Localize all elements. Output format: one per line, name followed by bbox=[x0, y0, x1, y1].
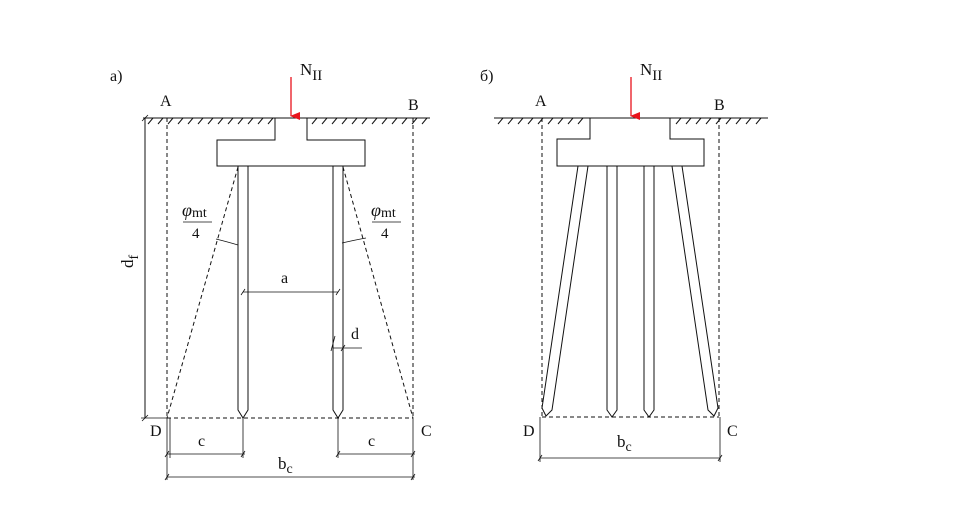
hatch-mark bbox=[247, 117, 254, 125]
angle-line-right-a bbox=[342, 166, 414, 419]
hatch-mark bbox=[745, 117, 752, 125]
width-label-b: bc bbox=[617, 432, 632, 455]
offset-label-left-a: c bbox=[198, 433, 205, 450]
hatch-mark bbox=[331, 117, 338, 125]
hatch-mark bbox=[311, 117, 318, 125]
svg-text:4: 4 bbox=[192, 226, 200, 242]
hatch-mark bbox=[685, 117, 692, 125]
hatch-mark bbox=[341, 117, 348, 125]
hatch-mark bbox=[675, 117, 682, 125]
hatch-mark bbox=[567, 117, 574, 125]
offset-label-right-a: c bbox=[368, 433, 375, 450]
hatch-mark bbox=[577, 117, 584, 125]
hatch-mark bbox=[705, 117, 712, 125]
hatch-mark bbox=[371, 117, 378, 125]
corner-b-a: B bbox=[408, 97, 419, 114]
load-label-a: NII bbox=[300, 60, 322, 84]
angle-label-left-a: φmt 4 bbox=[182, 200, 212, 242]
hatch-mark bbox=[361, 117, 368, 125]
hatch-mark bbox=[177, 117, 184, 125]
ground-hatch-b bbox=[497, 117, 762, 125]
width-label-a: bc bbox=[278, 454, 293, 477]
panel-label-b: б) bbox=[480, 68, 493, 85]
depth-tick-bottom-a bbox=[141, 414, 149, 422]
diameter-label-a: d bbox=[351, 326, 359, 343]
hatch-mark bbox=[421, 117, 428, 125]
panel-label-a: а) bbox=[110, 68, 122, 85]
hatch-mark bbox=[351, 117, 358, 125]
corner-b-b: B bbox=[714, 97, 725, 114]
hatch-mark bbox=[695, 117, 702, 125]
pile-vertical-1-b bbox=[606, 166, 618, 418]
angle-arc-right-a bbox=[341, 237, 367, 244]
hatch-mark bbox=[187, 117, 194, 125]
pile-inclined-left-b bbox=[541, 165, 589, 417]
hatch-mark bbox=[267, 117, 274, 125]
corner-c-b: C bbox=[727, 423, 738, 440]
hatch-mark bbox=[217, 117, 224, 125]
hatch-mark bbox=[507, 117, 514, 125]
hatch-mark bbox=[157, 117, 164, 125]
hatch-mark bbox=[401, 117, 408, 125]
ground-hatch-a bbox=[147, 117, 428, 125]
hatch-mark bbox=[237, 117, 244, 125]
angle-label-right-a: φmt 4 bbox=[371, 200, 401, 242]
hatch-mark bbox=[517, 117, 524, 125]
corner-c-a: C bbox=[421, 423, 432, 440]
corner-d-b: D bbox=[523, 423, 535, 440]
hatch-mark bbox=[207, 117, 214, 125]
angle-arc-left-a bbox=[215, 238, 239, 246]
corner-a-b: A bbox=[535, 93, 547, 110]
hatch-mark bbox=[227, 117, 234, 125]
pile-vertical-2-b bbox=[643, 166, 655, 418]
hatch-mark bbox=[557, 117, 564, 125]
hatch-mark bbox=[411, 117, 418, 125]
hatch-mark bbox=[755, 117, 762, 125]
hatch-mark bbox=[391, 117, 398, 125]
svg-text:φmt: φmt bbox=[371, 200, 396, 221]
hatch-mark bbox=[257, 117, 264, 125]
spacing-label-a: a bbox=[281, 270, 288, 287]
diagram-a: а) NII A B D C df φmt 4 bbox=[110, 60, 432, 481]
depth-label-a: df bbox=[118, 255, 142, 269]
hatch-mark bbox=[381, 117, 388, 125]
diagram-b: б) NII A B D C bc bbox=[480, 60, 768, 462]
corner-d-a: D bbox=[150, 423, 162, 440]
hatch-mark bbox=[547, 117, 554, 125]
pile-cap-b bbox=[556, 118, 705, 167]
load-label-b: NII bbox=[640, 60, 662, 84]
angle-line-left-a bbox=[166, 166, 239, 419]
svg-text:4: 4 bbox=[381, 226, 389, 242]
hatch-mark bbox=[497, 117, 504, 125]
pile-cap-a bbox=[216, 118, 366, 167]
pile-inclined-right-b bbox=[671, 165, 719, 417]
depth-tick-top-a bbox=[141, 114, 149, 122]
hatch-mark bbox=[725, 117, 732, 125]
hatch-mark bbox=[321, 117, 328, 125]
hatch-mark bbox=[197, 117, 204, 125]
hatch-mark bbox=[167, 117, 174, 125]
hatch-mark bbox=[735, 117, 742, 125]
corner-a-a: A bbox=[160, 93, 172, 110]
hatch-mark bbox=[527, 117, 534, 125]
svg-text:φmt: φmt bbox=[182, 200, 207, 221]
hatch-mark bbox=[147, 117, 154, 125]
